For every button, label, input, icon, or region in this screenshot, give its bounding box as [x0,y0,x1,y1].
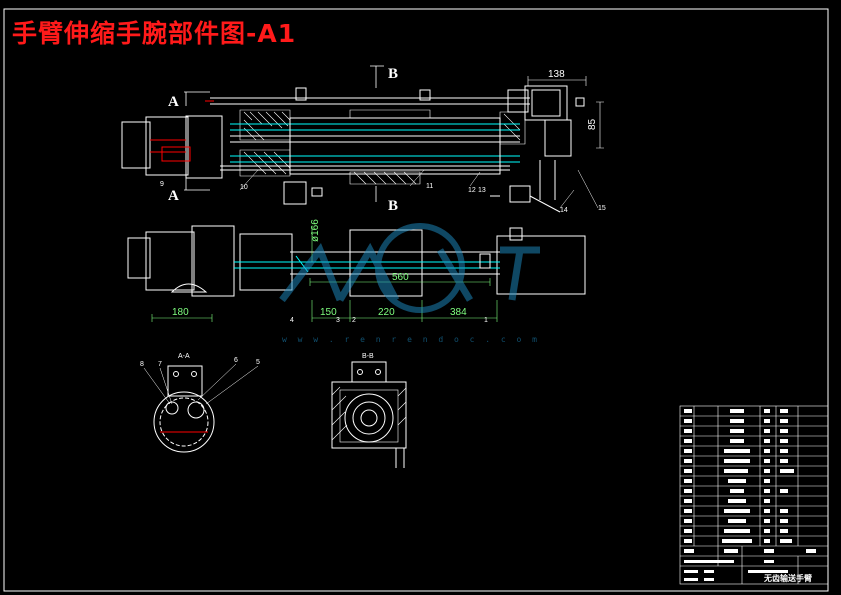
part-10: 10 [240,184,248,191]
drawing-frame [3,8,829,592]
part-14: 14 [560,207,568,214]
drawing-title: 手臂伸缩手腕部件图-A1 [12,19,297,48]
part-8: 8 [140,361,144,368]
dim-85-text: 85 [587,118,598,130]
watermark-logo [279,223,540,313]
bom-marks [684,409,816,581]
dim-138 [527,76,587,86]
base-body [121,121,151,169]
part-11: 11 [426,183,433,190]
watermark-text: w w w . r e n r e n d o c . c o m [282,335,540,344]
part-3: 3 [336,317,340,324]
part-7: 7 [158,361,162,368]
part-9: 9 [160,181,164,188]
dim-138-text: 138 [548,69,565,80]
part-4: 4 [290,317,294,324]
title-block-drawing-name: 无齿输送手臂 [763,573,812,583]
part-15: 15 [598,205,606,212]
view-b-label: B-B [362,353,374,360]
section-a-bottom: A [168,188,179,204]
part-13: 13 [478,187,486,194]
section-view-a [143,363,259,453]
dim-560-text: 560 [392,272,409,283]
dim-220-text: 220 [378,307,395,318]
dim-180-text: 180 [172,307,189,318]
main-section-view [121,85,585,213]
section-b-bottom: B [388,198,398,214]
view-a-label: A-A [178,353,190,360]
part-1: 1 [484,317,488,324]
section-a-top: A [168,94,179,110]
dim-150-text: 150 [320,307,337,318]
part-12: 12 [468,187,476,194]
part-5: 5 [256,359,260,366]
section-b-top: B [388,66,398,82]
bom-table [679,405,829,585]
part-2: 2 [352,317,356,324]
dim-dia-text: ø166 [310,219,321,242]
dim-384-text: 384 [450,307,467,318]
section-view-b [331,361,407,468]
part-6: 6 [234,357,238,364]
